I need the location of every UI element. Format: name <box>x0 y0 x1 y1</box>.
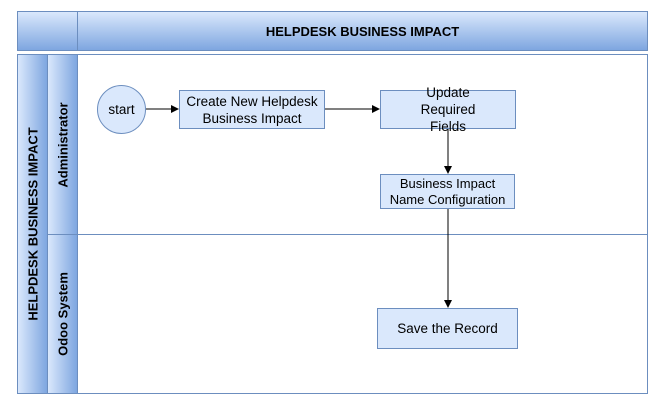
create-helpdesk-impact-node[interactable]: Create New Helpdesk Business Impact <box>179 90 325 129</box>
pool-title-header: HELPDESK BUSINESS IMPACT <box>77 11 648 51</box>
config-node-label: Business Impact Name Configuration <box>389 175 506 207</box>
corner-cell <box>17 11 78 51</box>
impact-name-config-node[interactable]: Business Impact Name Configuration <box>380 174 515 209</box>
lane-header-odoo-system: Odoo System <box>47 234 78 394</box>
lane-body-odoo-system <box>77 234 648 394</box>
lane-body-administrator <box>77 54 648 235</box>
pool-title: HELPDESK BUSINESS IMPACT <box>265 23 460 39</box>
update-node-label: Update Required Fields <box>420 85 476 134</box>
save-record-node[interactable]: Save the Record <box>377 308 518 349</box>
create-node-label: Create New Helpdesk Business Impact <box>186 93 318 126</box>
update-required-fields-node[interactable]: Update Required Fields <box>380 85 516 134</box>
start-node[interactable]: start <box>97 85 146 134</box>
start-label: start <box>108 102 135 117</box>
save-node-label: Save the Record <box>397 321 498 336</box>
